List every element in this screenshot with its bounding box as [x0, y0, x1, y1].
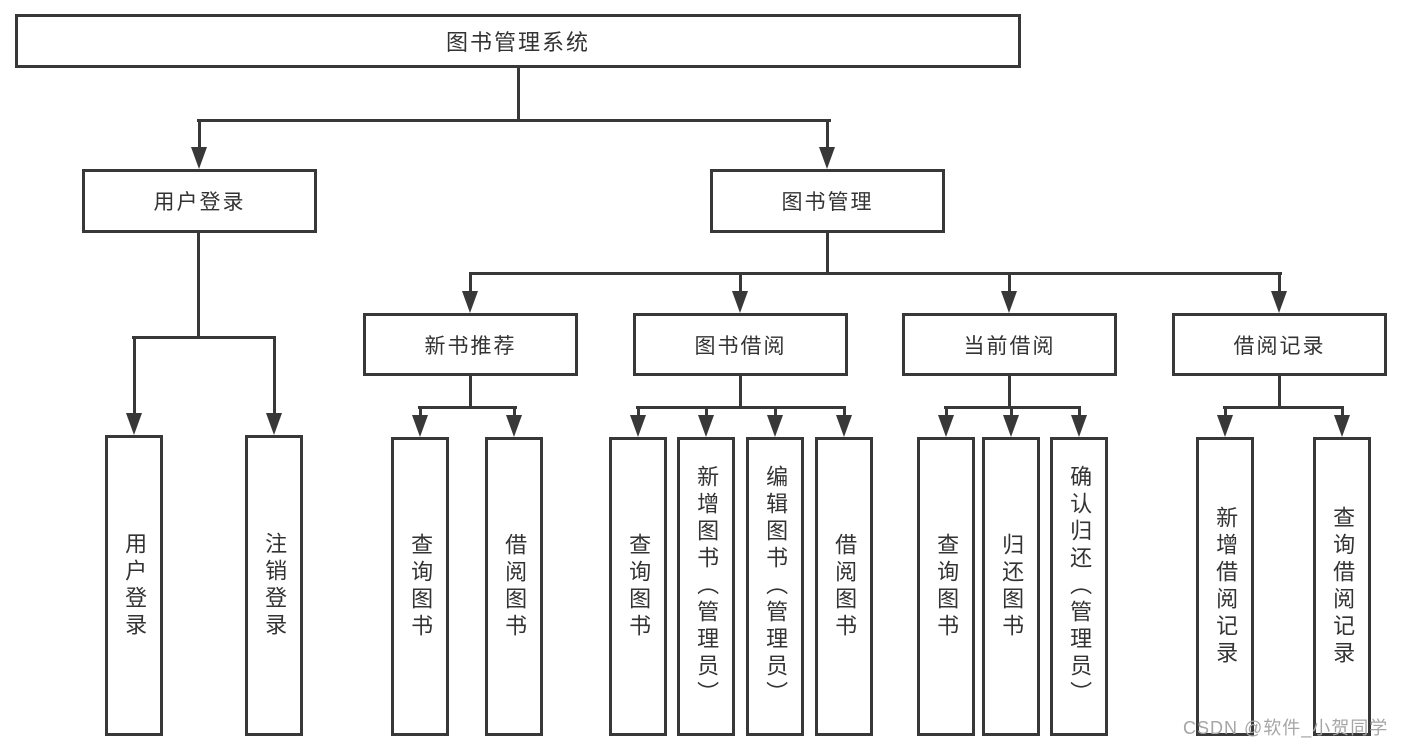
- leaf-query-books-current: 查询图书: [917, 437, 975, 736]
- node-library-system: 图书管理系统: [15, 14, 1021, 68]
- arrow-down-icon: [462, 291, 478, 313]
- arrow-down-icon: [1003, 415, 1019, 437]
- connector-line: [1010, 406, 1013, 418]
- node-user-login: 用户登录: [82, 169, 317, 233]
- node-book-management: 图书管理: [710, 169, 945, 233]
- connector-line: [469, 272, 472, 294]
- arrow-down-icon: [412, 415, 428, 437]
- leaf-add-borrow-record: 新增借阅记录: [1196, 437, 1254, 736]
- connector-line: [1224, 406, 1227, 418]
- arrow-down-icon: [819, 147, 835, 169]
- connector-line: [133, 336, 136, 416]
- leaf-query-books-borrowing: 查询图书: [609, 437, 667, 736]
- arrow-down-icon: [767, 415, 783, 437]
- leaf-user-login: 用户登录: [105, 435, 163, 736]
- leaf-add-books-admin: 新增图书（管理员）: [677, 437, 735, 736]
- connector-line: [1008, 376, 1011, 409]
- connector-line: [637, 406, 640, 418]
- connector-line: [705, 406, 708, 418]
- connector-line: [1278, 376, 1281, 409]
- arrow-down-icon: [266, 413, 282, 435]
- connector-line: [826, 119, 829, 149]
- connector-line: [197, 119, 831, 122]
- connector-line: [843, 406, 846, 418]
- connector-line: [945, 406, 948, 418]
- connector-line: [1008, 272, 1011, 294]
- leaf-confirm-return-admin: 确认归还（管理员）: [1050, 437, 1108, 736]
- connector-line: [132, 336, 276, 339]
- arrow-down-icon: [1334, 415, 1350, 437]
- node-borrowing-records: 借阅记录: [1172, 313, 1387, 376]
- leaf-logout-login: 注销登录: [245, 435, 303, 736]
- connector-line: [1078, 406, 1081, 418]
- leaf-borrow-books-recommend: 借阅图书: [485, 437, 543, 736]
- arrow-down-icon: [191, 147, 207, 169]
- csdn-watermark: CSDN @软件_小贺同学: [1183, 718, 1389, 738]
- connector-line: [1278, 272, 1281, 294]
- arrow-down-icon: [1271, 291, 1287, 313]
- connector-line: [469, 376, 472, 409]
- connector-line: [517, 68, 520, 122]
- connector-line: [273, 336, 276, 416]
- leaf-query-borrow-record: 查询借阅记录: [1313, 437, 1371, 736]
- connector-line: [774, 406, 777, 418]
- connector-line: [418, 406, 517, 409]
- leaf-return-books: 归还图书: [982, 437, 1040, 736]
- leaf-edit-books-admin: 编辑图书（管理员）: [746, 437, 804, 736]
- leaf-query-books-recommend: 查询图书: [391, 437, 449, 736]
- connector-line: [197, 233, 200, 339]
- arrow-down-icon: [1001, 291, 1017, 313]
- connector-line: [513, 406, 516, 418]
- connector-line: [469, 272, 1282, 275]
- leaf-borrow-books: 借阅图书: [815, 437, 873, 736]
- connector-line: [198, 119, 201, 149]
- arrow-down-icon: [698, 415, 714, 437]
- connector-line: [1223, 406, 1344, 409]
- arrow-down-icon: [732, 291, 748, 313]
- arrow-down-icon: [630, 415, 646, 437]
- connector-line: [1341, 406, 1344, 418]
- arrow-down-icon: [506, 415, 522, 437]
- arrow-down-icon: [938, 415, 954, 437]
- connector-line: [636, 406, 846, 409]
- node-new-book-recommend: 新书推荐: [363, 313, 578, 376]
- node-current-borrowing: 当前借阅: [902, 313, 1117, 376]
- arrow-down-icon: [126, 413, 142, 435]
- connector-line: [826, 233, 829, 275]
- connector-line: [739, 376, 742, 409]
- connector-line: [419, 406, 422, 418]
- node-book-borrowing: 图书借阅: [633, 313, 848, 376]
- connector-line: [739, 272, 742, 294]
- arrow-down-icon: [836, 415, 852, 437]
- arrow-down-icon: [1217, 415, 1233, 437]
- arrow-down-icon: [1071, 415, 1087, 437]
